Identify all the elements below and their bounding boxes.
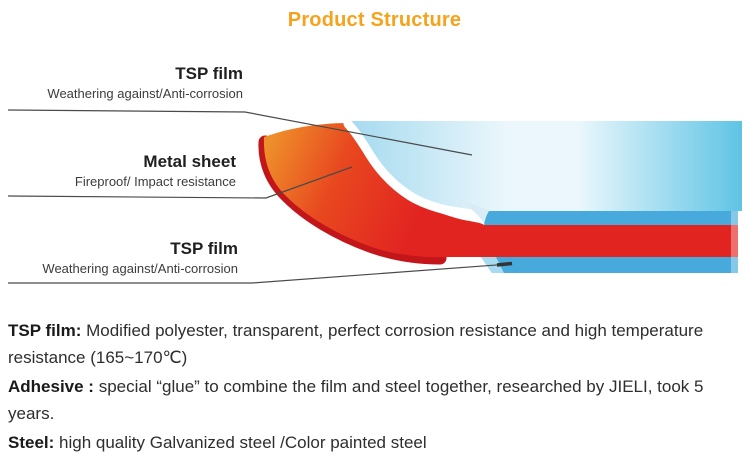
leader-line-end-tick — [496, 261, 513, 267]
metal-sheet-surface — [263, 123, 738, 258]
spec-term: TSP film: — [8, 321, 82, 340]
layer-label-subtitle: Weathering against/Anti-corrosion — [47, 86, 243, 101]
leader-line-top-film — [7, 109, 473, 156]
layer-label-top-film: TSP film Weathering against/Anti-corrosi… — [0, 63, 243, 102]
description-block: TSP film: Modified polyester, transparen… — [8, 317, 738, 458]
spec-text: high quality Galvanized steel /Color pai… — [54, 433, 427, 452]
leader-line-metal-sheet — [7, 166, 353, 199]
leader-line-bottom-film — [8, 263, 511, 284]
layer-label-title: Metal sheet — [143, 152, 236, 171]
page-title: Product Structure — [287, 9, 462, 31]
spec-term: Adhesive : — [8, 377, 94, 396]
layer-label-metal-sheet: Metal sheet Fireproof/ Impact resistance — [0, 151, 236, 190]
layer-label-subtitle: Weathering against/Anti-corrosion — [42, 261, 238, 276]
spec-tsp-film: TSP film: Modified polyester, transparen… — [8, 317, 738, 371]
film-fold — [458, 199, 490, 225]
spec-text: Modified polyester, transparent, perfect… — [8, 321, 704, 367]
spec-term: Steel: — [8, 433, 55, 452]
top-film-front-edge — [484, 211, 738, 225]
spec-adhesive: Adhesive : special “glue” to combine the… — [8, 373, 738, 427]
top-film-highlight — [343, 119, 483, 221]
bottom-film-layer — [481, 257, 738, 273]
top-film-surface — [350, 121, 742, 211]
layer-label-title: TSP film — [170, 239, 238, 258]
right-edge-highlight — [731, 211, 738, 273]
spec-steel: Steel: high quality Galvanized steel /Co… — [8, 429, 738, 456]
layer-label-title: TSP film — [175, 64, 243, 83]
spec-text: special “glue” to combine the film and s… — [8, 377, 704, 423]
layer-label-bottom-film: TSP film Weathering against/Anti-corrosi… — [0, 238, 238, 277]
layer-label-subtitle: Fireproof/ Impact resistance — [74, 174, 236, 189]
